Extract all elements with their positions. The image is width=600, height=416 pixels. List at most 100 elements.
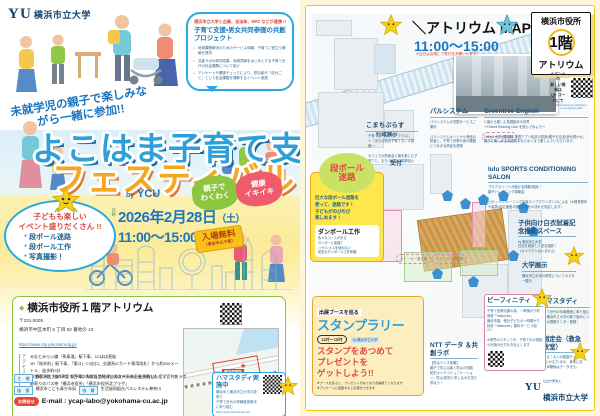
booth-name: こまちぷらす — [366, 122, 418, 132]
booth-marker[interactable] — [478, 194, 489, 205]
booth-name: Greentree English — [484, 108, 588, 118]
atrium-map-note: ※当日は会場にて受付をお願いします。 — [416, 52, 480, 56]
kids-activities-circle: 子どもも楽しい イベント盛りだくさん !! 段ボール迷路 段ボール工作 写真撮影… — [4, 200, 116, 272]
contact-label: お問合せ — [14, 397, 39, 407]
event-weekday: （土） — [216, 214, 245, 225]
booth-body: 横浜市立大学の研究についてポスター展示 — [522, 273, 575, 283]
floorplan-block — [334, 38, 378, 90]
bubble-item: 共創ラボの研究成果、地域貢献をはじめとする子育て世代の社会課題について紹介 — [193, 59, 286, 69]
minimap-star-marker: ★ — [240, 363, 247, 370]
credit-label: 主 催 — [14, 374, 33, 384]
credit-text: 横浜市こども青少年局 — [35, 385, 77, 391]
star-mascot-corner — [277, 375, 299, 401]
bubble-item: アンケートや健康チェックにより、参加者が「自分ごと」として社会課題を理解するイベ… — [193, 71, 286, 81]
booth-name: 大学展示 — [522, 262, 576, 272]
booth-body: 1 歳から楽しむ英語絵本の世界 〜Oxford Reading Club を読ん… — [484, 119, 587, 144]
booth-marker[interactable] — [432, 268, 443, 279]
booth-greentree-english: Greentree English 1 歳から楽しむ英語絵本の世界 〜Oxfor… — [484, 108, 588, 144]
star-mascot-b — [531, 287, 553, 313]
venue-qr-code[interactable] — [219, 302, 243, 326]
booth-body: 【防災クイズ体験】 親子で学ぶ災害と防災の知識 防犯キャラコミュニケーション。防… — [430, 361, 478, 386]
booth-name: ピーフィニティ — [487, 297, 543, 307]
booth-marker[interactable] — [468, 276, 479, 287]
booth-pfinity: ピーフィニティ 子育て世帯応援の為、一時預かり利用費「infaruche」 横浜… — [484, 294, 546, 372]
ycu-footer-line1: 公立大学法人 — [543, 379, 562, 383]
booth-lulu-sports: lulu SPORTS CONDITIONING SALON プロアスリートが届… — [488, 166, 588, 210]
booth-marker[interactable] — [498, 190, 509, 201]
event-date-text: 2026年2月28日 — [118, 209, 217, 226]
access-item: 最寄りのバス停「横浜市役所」「横浜市役所北プラザ」 — [30, 380, 130, 386]
booth-nttdata: NTT データ ＆共創ラボ 【防災クイズ体験】 親子で学ぶ災害と防災の知識 防犯… — [430, 342, 478, 386]
access-item: JR「桜木町」駅下車、「東口」C3出口、交通系ICカード専用改札）から約200メ… — [30, 360, 179, 373]
booth-name: パルシステム — [430, 108, 478, 118]
floorplan-block — [318, 92, 384, 148]
maze-sub-title: ダンボール工作 — [318, 230, 361, 237]
atrium-building-name: 横浜市役所 — [541, 17, 581, 26]
booth-university-exhibit: 大学展示 横浜市立大学の研究についてポスター展示 — [522, 262, 576, 284]
credit-row: 後 援 横浜市こども青少年局 協 賛 生活協同組合パルシステム神奈川 — [14, 385, 204, 395]
people-illustration — [16, 15, 289, 286]
atrium-word: アトリウム — [538, 60, 584, 70]
contact-row: お問合せ E-mail : ycap-labo@yokohama-cu.ac.j… — [14, 397, 204, 407]
credit-row: 主 催 横浜市立大学 子育て世代の情報格差解決と男女共同参画を目指した産学官共創… — [14, 374, 204, 384]
booth-marker[interactable] — [528, 226, 539, 237]
maze-sub-body: 色々なコースがある ダンボール迷路と ハサミ・メスを使わない 安全なダンボール工… — [318, 236, 360, 255]
stamp-rally-time: 11時〜15時 — [317, 335, 347, 345]
badge-line2: イキイキ — [244, 186, 275, 199]
booth-marker[interactable] — [460, 198, 471, 209]
hamastudy-url[interactable]: https://www.hamastudy.net/ — [216, 409, 250, 414]
booth-name: lulu SPORTS CONDITIONING SALON — [488, 166, 588, 184]
access-item: みなとみらい線「馬車道」駅下車、1Cほぼ直結 — [30, 354, 117, 360]
hamastudy-body: 横浜市と横浜市立大学の連携で 子育て世代の情報格差解決に取り組む — [216, 389, 257, 409]
floorplan-zone-green — [460, 250, 498, 276]
access-item: 市営地下鉄「桜木町」駅下車、「1口」から約200メートル、徒歩約3分 — [30, 374, 157, 380]
stamp-rally-box: 出展ブースを巡る スタンプラリー 11時〜15時 by 横浜市立大学 スタンプを… — [312, 296, 424, 396]
maze-sub-box: ダンボール工作 色々なコースがある ダンボール迷路と ハサミ・メスを使わない 安… — [315, 225, 379, 257]
activity-item: 写真撮影！ — [24, 254, 64, 261]
right-page-frame: 行政展示 受付 ベビーカー置き場 ベビーカー置き場 ベビーカー置き場 ＼アトリウ… — [305, 5, 595, 411]
ycu-logo-text: 横浜市立大学 — [33, 10, 91, 20]
badge-line2: わくわく — [200, 190, 231, 203]
bubble-top-text: 横浜市立大学と企業、自治体、NPO などが連携 !! — [194, 19, 286, 24]
datetime-label: 日時 — [111, 208, 117, 217]
qr-url[interactable]: https://www.ycu.yokohama-cu.ac.jp/ycap_l… — [555, 103, 588, 110]
by-ycu-label: by YCU — [126, 188, 160, 200]
booth-marker[interactable] — [508, 250, 519, 261]
floor-number: 1 — [549, 34, 558, 51]
plan-label-gyosei: 行政展示 — [376, 132, 398, 138]
maze-body: 巨大な段ボール迷路を 使って、迷路です！ 子どもがのびのび 楽しめます！ — [315, 195, 359, 221]
hamastudy-qr-code[interactable] — [263, 375, 282, 394]
floorplan-block — [316, 20, 352, 36]
contact-email[interactable]: E-mail : ycap-labo@yokohama-cu.ac.jp — [41, 398, 168, 406]
pfinity-qr-code[interactable] — [487, 350, 505, 369]
maze-badge: 段ボール 迷路 — [319, 153, 375, 193]
floorplan-zone-pink — [472, 202, 486, 248]
booth-body: 白衣を着用して記念撮影！ （カメラマンはいません） — [518, 244, 558, 254]
venue-zip: 〒231-0005 — [19, 317, 44, 323]
activity-item: 段ボール工作 — [24, 244, 71, 251]
stamp-rally-notes: ※ブースを巡ると、プレゼントがなくなり次第終了となります ※アンケートに回答する… — [317, 381, 403, 391]
booth-marker[interactable] — [518, 202, 529, 213]
floorplan-block — [384, 110, 414, 140]
star-mascot-c — [569, 341, 591, 367]
venue-url[interactable]: https://www.city.yokohama.lg.jp/ — [19, 342, 77, 348]
star-mascot-right — [495, 13, 519, 41]
booth-marker[interactable] — [442, 190, 453, 201]
booth-palsystem: パルシステム パルシステムの宅配サービスご案内 パルシステムオリジナル商品の試食… — [430, 108, 478, 149]
ycu-footer-logo: Y U 公立大学法人 横浜市立大学 — [525, 369, 588, 405]
event-date: 2026年2月28日（土） — [118, 206, 245, 227]
yokohama-skyline-illustration — [86, 236, 292, 290]
floorplan-block — [374, 44, 396, 74]
booth-name: 子供向け白衣試着記念撮影スペース — [518, 220, 576, 238]
access-label: アクセス — [19, 354, 27, 388]
plan-label-reception: 受付 — [390, 161, 403, 167]
venue-address: 横浜市中区本町 6 丁目 50 番地の 10 — [19, 326, 94, 332]
credit-label: 協 賛 — [79, 385, 98, 395]
event-datetime: 日時 2026年2月28日（土） 11:00〜15:00 — [112, 206, 246, 247]
event-qr-code[interactable] — [570, 76, 594, 99]
venue-name: 横浜市役所１階アトリウム — [27, 302, 154, 314]
booth-body: 子育て世代の情報格差に取り組む為、横浜市立大学の取り組みについて大規模モニター登… — [540, 309, 590, 324]
stamp-rally-title: スタンプラリー — [317, 318, 405, 333]
plan-label-stroller-3: ベビーカー置き場 — [432, 254, 468, 265]
